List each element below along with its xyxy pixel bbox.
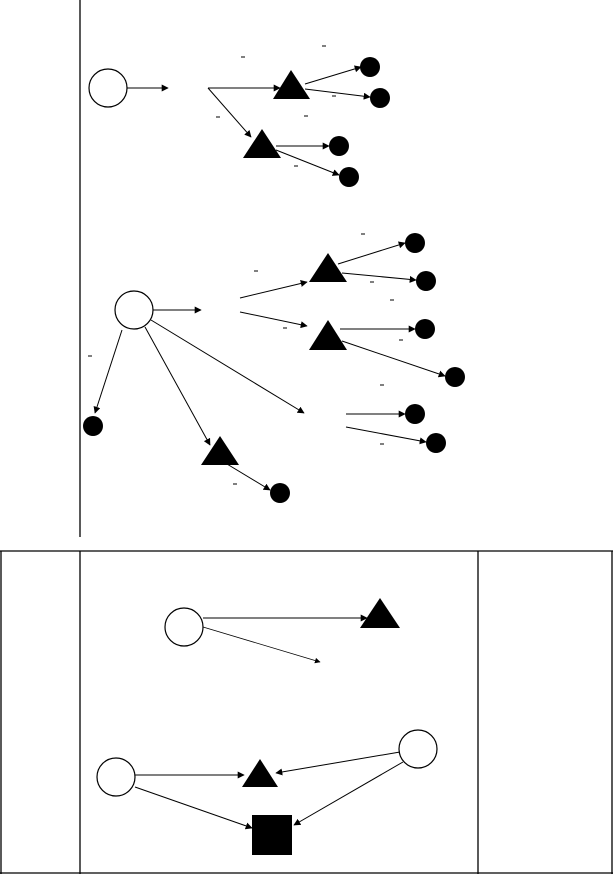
filled-circle-node (370, 88, 390, 108)
filled-circle-node (415, 319, 435, 339)
arrow-edge (144, 326, 211, 446)
arrow-edge (337, 241, 406, 265)
arrow-edge (202, 626, 321, 664)
diagram-3 (164, 598, 400, 664)
filled-circle-node (83, 416, 103, 436)
filled-triangle-node (273, 70, 310, 99)
arrow-edge (239, 311, 308, 329)
filled-triangle-node (360, 598, 400, 628)
filled-triangle-node (242, 759, 278, 787)
diagram-4 (96, 729, 438, 855)
arrow-edge (345, 426, 427, 445)
open-circle-node (164, 607, 204, 647)
filled-circle-node (339, 167, 359, 187)
open-circle-node (114, 290, 154, 330)
filled-circle-node (270, 483, 290, 503)
open-circle-node (88, 68, 128, 108)
tree-diagram-2 (83, 233, 465, 503)
arrow-edge (275, 751, 401, 776)
filled-triangle-node (201, 436, 239, 465)
arrow-edge (221, 460, 271, 491)
filled-circle-node (405, 233, 425, 253)
open-circle-node (398, 729, 438, 769)
arrow-edge (134, 786, 253, 830)
filled-triangle-node (309, 253, 347, 282)
arrow-edge (150, 319, 305, 414)
arrow-edge (341, 340, 446, 378)
arrow-edge (341, 272, 417, 283)
filled-circle-node (329, 136, 349, 156)
arrow-edge (207, 87, 252, 138)
arrow-edge (304, 88, 371, 100)
arrow-edge (293, 761, 404, 826)
filled-circle-node (445, 367, 465, 387)
arrow-edge (93, 329, 123, 414)
arrow-edge (239, 280, 308, 299)
arrow-edge (304, 65, 362, 85)
tree-diagram-1 (88, 45, 390, 187)
filled-triangle-node (309, 320, 347, 350)
arrow-edge (275, 149, 340, 176)
filled-square-node (252, 815, 292, 855)
filled-triangle-node (243, 129, 281, 158)
open-circle-node (96, 757, 136, 797)
filled-circle-node (416, 271, 436, 291)
filled-circle-node (360, 57, 380, 77)
filled-circle-node (405, 404, 425, 424)
filled-circle-node (426, 433, 446, 453)
